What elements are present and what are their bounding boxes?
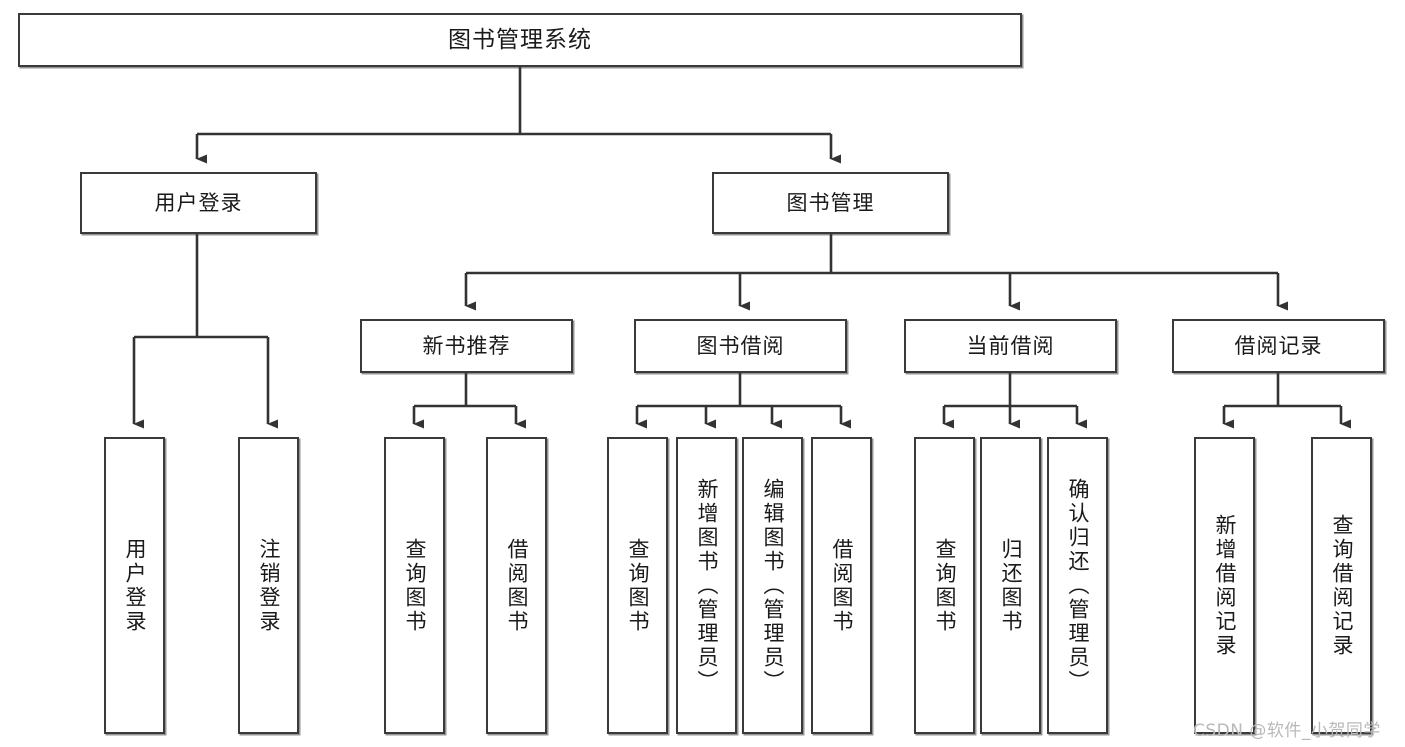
leaf-edit-book-admin[interactable]: 编辑图书（管理员） (742, 437, 803, 734)
leaf-borrow-book-recommend[interactable]: 借阅图书 (486, 437, 547, 734)
leaf-query-borrow-record[interactable]: 查询借阅记录 (1311, 437, 1372, 734)
node-label: 图书借阅 (696, 333, 785, 358)
node-label: 查询借阅记录 (1330, 513, 1354, 658)
node-label: 编辑图书（管理员） (761, 477, 785, 694)
node-label: 查询图书 (626, 537, 650, 634)
csdn-watermark: CSDN @软件_小贺同学 (1193, 721, 1381, 741)
leaf-logout[interactable]: 注销登录 (238, 437, 299, 734)
node-root-system[interactable]: 图书管理系统 (18, 13, 1022, 67)
node-label: 归还图书 (999, 537, 1023, 634)
node-new-book-recommend[interactable]: 新书推荐 (360, 319, 573, 373)
leaf-query-book-recommend[interactable]: 查询图书 (384, 437, 445, 734)
node-label: 用户登录 (123, 537, 147, 634)
node-label: 新书推荐 (422, 333, 511, 358)
node-label: 借阅图书 (505, 537, 529, 634)
leaf-confirm-return-admin[interactable]: 确认归还（管理员） (1047, 437, 1108, 734)
node-label: 图书管理系统 (448, 26, 592, 53)
leaf-add-borrow-record[interactable]: 新增借阅记录 (1194, 437, 1255, 734)
leaf-query-book-borrow[interactable]: 查询图书 (607, 437, 668, 734)
node-borrow-records[interactable]: 借阅记录 (1172, 319, 1385, 373)
node-label: 借阅记录 (1234, 333, 1323, 358)
node-label: 图书管理 (786, 190, 875, 215)
leaf-borrow-book[interactable]: 借阅图书 (811, 437, 872, 734)
leaf-query-book-current[interactable]: 查询图书 (914, 437, 975, 734)
node-label: 新增图书（管理员） (695, 477, 719, 694)
node-book-borrow[interactable]: 图书借阅 (634, 319, 847, 373)
node-label: 查询图书 (403, 537, 427, 634)
node-current-borrow[interactable]: 当前借阅 (904, 319, 1117, 373)
leaf-return-book[interactable]: 归还图书 (980, 437, 1041, 734)
node-user-login[interactable]: 用户登录 (80, 172, 317, 234)
node-label: 借阅图书 (830, 537, 854, 634)
node-label: 用户登录 (154, 190, 243, 215)
leaf-user-login[interactable]: 用户登录 (104, 437, 165, 734)
node-label: 注销登录 (257, 537, 281, 634)
node-label: 当前借阅 (966, 333, 1055, 358)
node-label: 新增借阅记录 (1213, 513, 1237, 658)
node-book-management[interactable]: 图书管理 (712, 172, 949, 234)
node-label: 查询图书 (933, 537, 957, 634)
leaf-add-book-admin[interactable]: 新增图书（管理员） (676, 437, 737, 734)
node-label: 确认归还（管理员） (1066, 477, 1090, 694)
